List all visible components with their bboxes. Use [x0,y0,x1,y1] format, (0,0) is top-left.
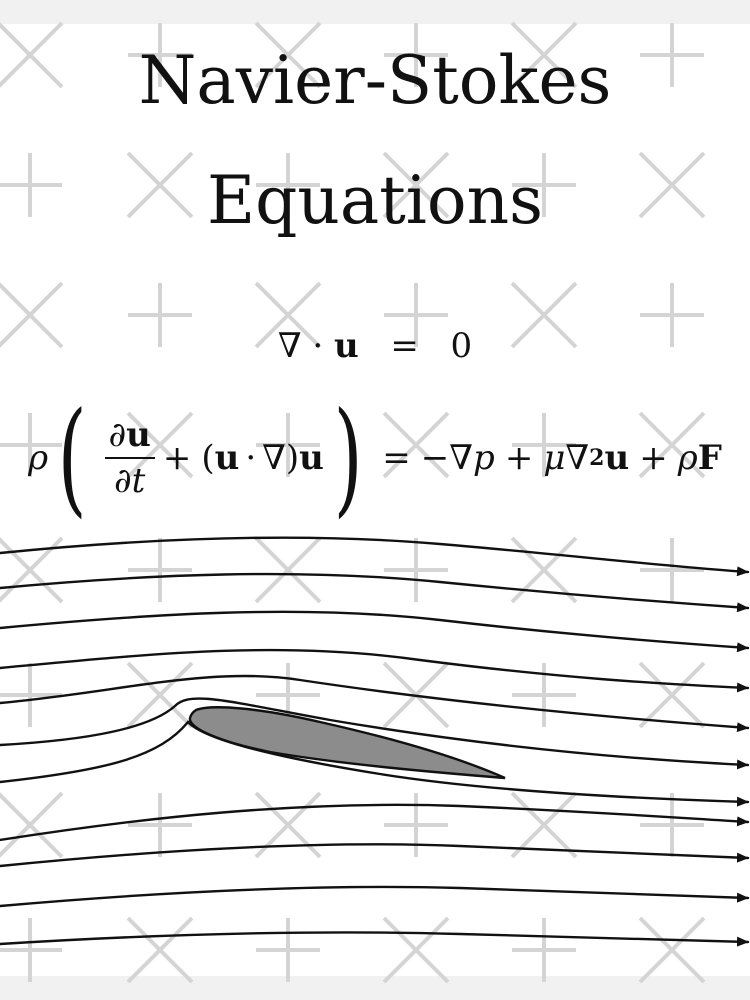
title-line-1: Navier-Stokes [138,42,612,119]
watermark-x-icon [382,411,450,479]
watermark-plus-icon [128,793,192,857]
nabla-symbol: ∇ [262,438,286,478]
watermark-plus-icon [128,23,192,87]
watermark-plus-icon [0,413,62,477]
equals-sign: = [390,326,419,366]
laplacian-exponent: 2 [589,445,605,471]
plus-sign: + [162,438,192,478]
gradient-symbol: ∇ [449,438,474,478]
time-symbol: t [131,461,146,501]
streamline-7 [0,720,750,807]
watermark-plus-icon [128,283,192,347]
watermark-plus-icon [256,153,320,217]
time-derivative-fraction: ∂u ∂t [104,415,155,501]
airfoil-shape [188,706,506,780]
watermark-plus-icon [512,918,576,982]
streamline-4 [0,648,750,693]
velocity-symbol: u [604,438,630,478]
watermark-x-icon [638,411,706,479]
viscosity-symbol: μ [543,438,566,478]
zero-value: 0 [450,326,473,366]
watermark-x-icon [510,536,578,604]
streamline-1 [0,536,750,577]
streamline-9 [0,843,750,868]
streamline-8 [0,803,750,842]
watermark-x-icon [0,21,64,89]
watermark-plus-icon [384,538,448,602]
watermark-plus-icon [128,538,192,602]
watermark-plus-icon [0,918,62,982]
watermark-plus-icon [640,283,704,347]
watermark-x-icon [254,536,322,604]
velocity-symbol: u [334,326,359,366]
streamline-2 [0,572,750,613]
watermark-x-icon [510,791,578,859]
nabla-symbol: ∇ [277,326,302,366]
velocity-symbol: u [126,415,151,455]
watermark-x-icon [126,411,194,479]
velocity-symbol: u [299,438,324,478]
watermark-x-icon [0,281,64,349]
watermark-plus-icon [640,538,704,602]
watermark-x-icon [126,151,194,219]
watermark-plus-icon [640,23,704,87]
watermark-x-icon [382,151,450,219]
watermark-x-icon [638,661,706,729]
watermark-plus-icon [256,413,320,477]
watermark-plus-icon [0,663,62,727]
streamline-6 [0,697,750,770]
watermark-x-icon [126,916,194,984]
force-symbol: F [697,438,722,478]
density-symbol: ρ [28,438,49,478]
laplacian-symbol: ∇ [565,438,590,478]
watermark-plus-icon [0,153,62,217]
equals-sign: = [382,438,411,478]
close-paren: ) [285,438,300,478]
watermark-x-icon [254,21,322,89]
dot-operator: · [312,326,324,366]
dot-operator: · [245,438,257,478]
fraction-bar [104,457,155,459]
streamline-5 [0,674,750,733]
partial-symbol: ∂ [114,461,132,501]
streamline-3 [0,610,750,653]
watermark-x-icon [0,791,64,859]
watermark-x-icon [382,916,450,984]
watermark-x-icon [510,281,578,349]
watermark-plus-icon [512,153,576,217]
density-symbol: ρ [677,438,698,478]
watermark-plus-icon [640,793,704,857]
momentum-equation: ρ ( ∂u ∂t + ( u · ∇ ) u ) = − ∇ p + [0,396,750,520]
minus-sign: − [420,438,450,478]
watermark-plus-icon [384,793,448,857]
poster-sheet [0,24,750,976]
title-line-2: Equations [206,162,544,239]
streamline-11 [0,931,750,947]
plus-sign: + [639,438,668,478]
watermark-x-icon [254,281,322,349]
right-paren: ) [333,386,363,530]
watermark-x-icon [638,151,706,219]
partial-symbol: ∂ [108,415,127,455]
continuity-equation: ∇ · u = 0 [0,326,750,366]
watermark-x-icon [510,21,578,89]
velocity-symbol: u [214,438,240,478]
watermark-plus-icon [512,413,576,477]
pressure-symbol: p [473,438,495,478]
watermark-x-icon [638,916,706,984]
streamline-10 [0,885,750,908]
watermark-x-icon [126,661,194,729]
watermark-plus-icon [256,918,320,982]
watermark-plus-icon [384,23,448,87]
plus-sign: + [504,438,534,478]
watermark-plus-icon [384,283,448,347]
open-paren: ( [201,438,215,478]
left-paren: ( [57,386,87,530]
